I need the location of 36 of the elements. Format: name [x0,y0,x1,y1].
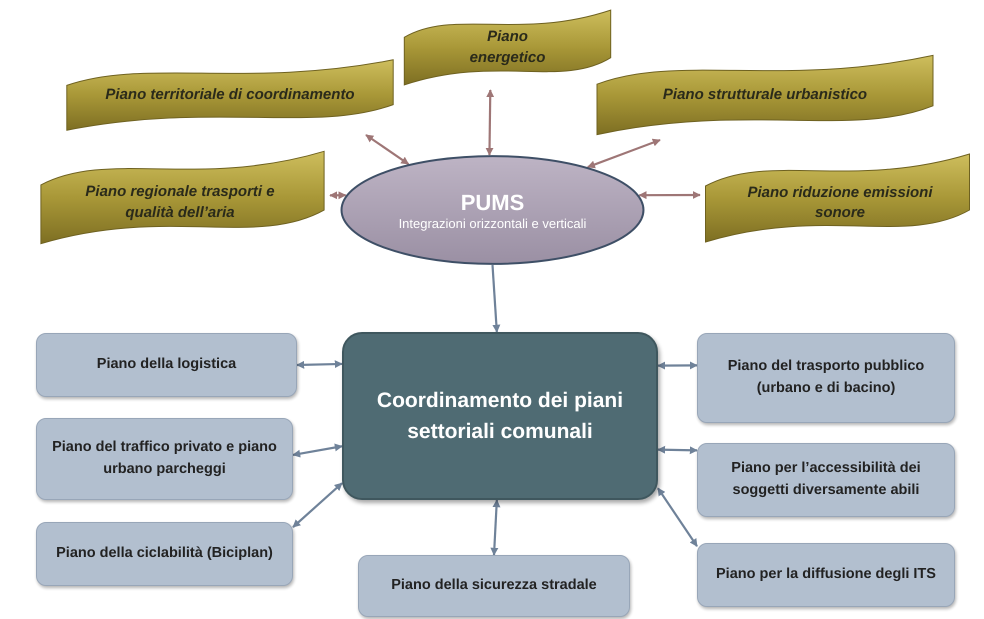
arrow [638,191,701,200]
plan-box [697,443,955,517]
node-label: Piano della sicurezza stradale [390,576,598,596]
node-label: Piano regionale trasporti e qualità dell’aria [84,182,276,222]
plan-box [697,543,955,607]
arrow [657,361,698,370]
arrow [296,360,343,369]
arrow [329,191,346,200]
plan-box [36,333,297,397]
node-label: Coordinamento dei piani settoriali comunali [376,388,624,445]
node-label: Piano del trasporto pubblico (urbano e di bacino) [726,357,926,398]
node-label: Piano riduzione emissioni sonore [746,182,934,223]
arrow [292,482,343,528]
node-label: Piano strutturale urbanistico [662,84,868,105]
plan-box [358,555,630,617]
node-label: Piano per la diffusione degli ITS [715,565,937,584]
node-label: Piano per l’accessibilità dei soggetti diversamente abili [730,459,922,500]
arrow [486,89,494,156]
arrow [657,488,698,547]
node-subtitle: Integrazioni orizzontali e verticali [398,216,586,230]
arrow [587,138,661,168]
node-label: Piano energetico [468,27,546,68]
plan-box [697,333,955,423]
node-label: Piano della ciclabilità (Biciplan) [55,544,274,564]
arrow [657,446,698,454]
coordination-box [342,332,658,500]
node-label: Piano del traffico privato e piano urbano parcheggi [51,438,278,479]
arrow [490,499,500,556]
arrow [491,264,500,333]
arrow [365,134,410,165]
node-label: Piano della logistica [96,355,238,374]
plan-box [36,522,293,586]
node-label: Piano territoriale di coordinamento [105,84,355,105]
plan-box [36,418,293,500]
node-title: PUMS [460,190,524,216]
arrow [292,444,343,458]
